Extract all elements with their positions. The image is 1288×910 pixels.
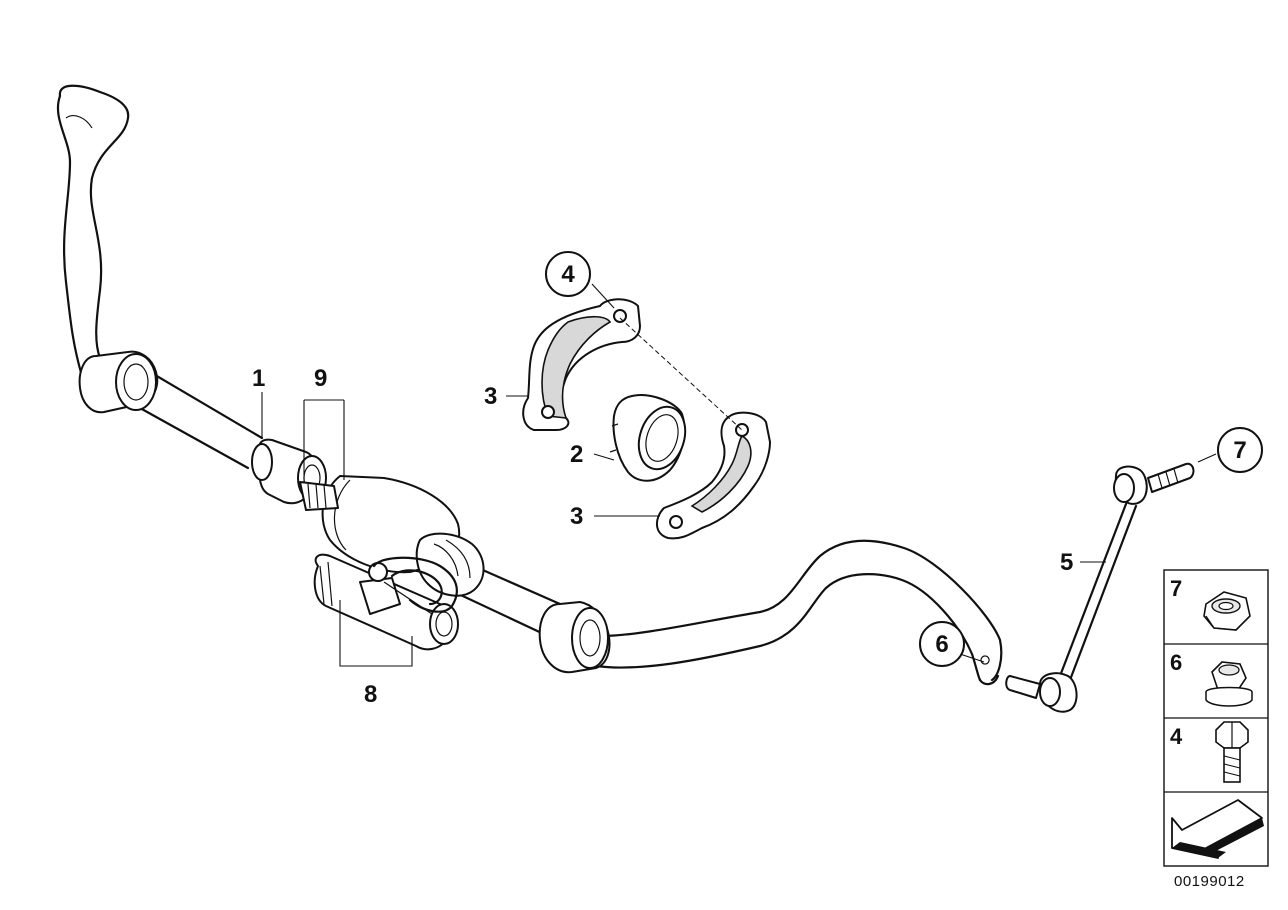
callout-9: 9 — [314, 365, 327, 392]
rubber-bushing — [609, 394, 687, 482]
right-rubber-mount — [538, 601, 611, 674]
diagram-code: 00199012 — [1174, 873, 1245, 890]
assembly-line — [619, 317, 743, 431]
leader-lines — [261, 283, 1217, 667]
bracket-lower — [656, 411, 771, 540]
bracket-upper — [522, 298, 641, 431]
callout-8: 8 — [364, 681, 377, 708]
legend-number-7: 7 — [1170, 576, 1182, 601]
arrow-icon — [1171, 799, 1264, 859]
fastener-legend: 7 6 4 — [1163, 569, 1269, 867]
callout-7: 7 — [1233, 437, 1246, 464]
callout-4: 4 — [561, 261, 575, 288]
callout-4-circle: 4 — [545, 251, 591, 297]
callout-2: 2 — [570, 441, 583, 468]
left-rubber-mount — [78, 350, 159, 414]
callout-7-circle: 7 — [1217, 427, 1263, 473]
callout-6: 6 — [935, 631, 948, 658]
callout-3-lower: 3 — [570, 503, 583, 530]
bolt-icon — [1215, 721, 1249, 783]
legend-number-6: 6 — [1170, 650, 1182, 675]
nut-icon — [1203, 591, 1251, 631]
callout-6-circle: 6 — [919, 621, 965, 667]
legend-number-4: 4 — [1170, 724, 1183, 749]
collar-nut-icon — [1205, 661, 1253, 707]
active-stabilizer-actuator — [299, 475, 485, 597]
callout-3-upper: 3 — [484, 383, 497, 410]
valve-block — [313, 553, 459, 651]
callout-5: 5 — [1060, 549, 1073, 576]
coupling-rod — [1005, 462, 1195, 713]
callout-1: 1 — [252, 365, 265, 392]
